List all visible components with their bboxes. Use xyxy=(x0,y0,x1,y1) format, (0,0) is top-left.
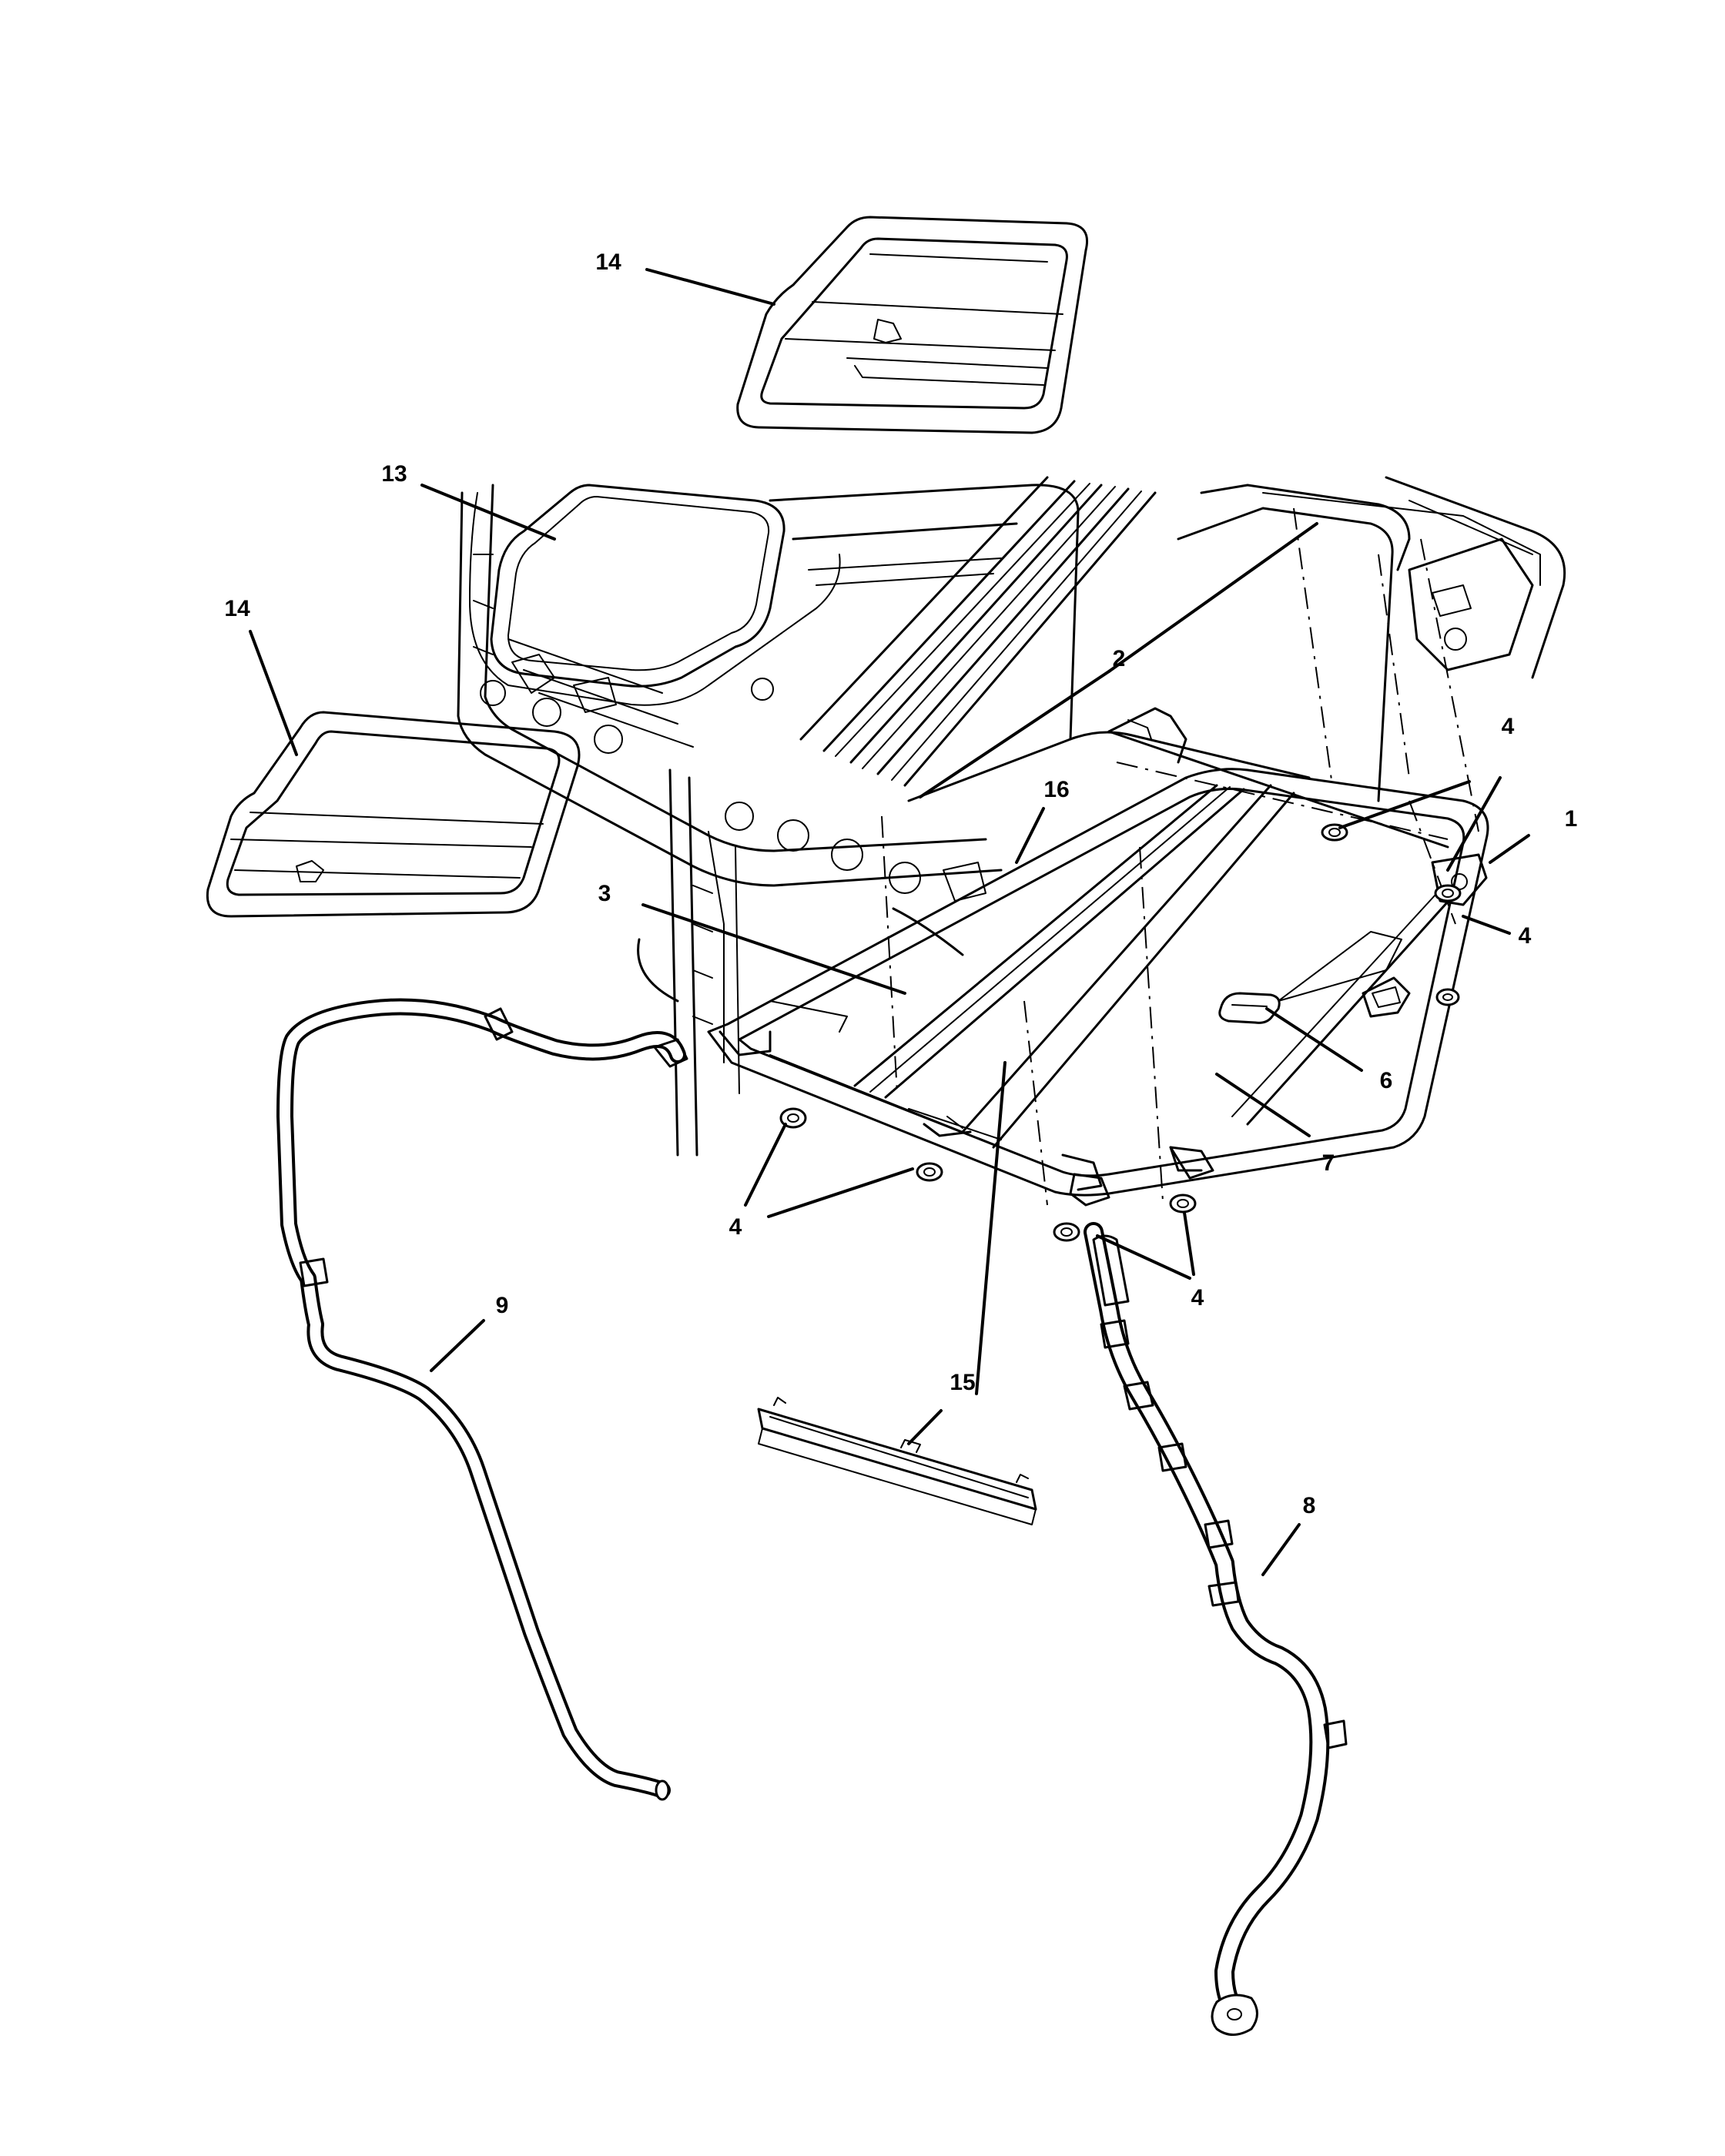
roof-body-structure xyxy=(457,476,1566,1157)
callout-7: 7 xyxy=(1322,1150,1335,1176)
callout-8: 8 xyxy=(1303,1493,1316,1518)
drain-hose-right xyxy=(1084,1222,1348,2036)
callout-6: 6 xyxy=(1380,1068,1393,1093)
sunshade-panel-left xyxy=(206,711,581,918)
nut-4e xyxy=(916,1162,943,1182)
callout-14-top: 14 xyxy=(595,249,621,275)
callout-labels: 14 13 14 2 4 16 1 3 4 6 7 4 4 9 15 8 xyxy=(224,249,1577,1518)
fasteners xyxy=(779,823,1462,1242)
nut-4c xyxy=(1435,988,1460,1006)
nut-4b xyxy=(1434,884,1462,902)
nut-4d xyxy=(779,1107,807,1129)
leader-lines xyxy=(249,268,1530,1576)
nut-4g xyxy=(1169,1194,1197,1214)
callout-4-right: 4 xyxy=(1519,923,1532,949)
callout-2: 2 xyxy=(1113,646,1126,671)
nut-4f xyxy=(1053,1222,1080,1242)
callout-4-upper: 4 xyxy=(1502,714,1515,739)
drain-hose-left xyxy=(276,998,688,1801)
callout-1: 1 xyxy=(1565,806,1578,832)
callout-4-lower-right: 4 xyxy=(1191,1285,1204,1311)
callout-4-lower-left: 4 xyxy=(729,1214,742,1240)
callout-15: 15 xyxy=(950,1370,975,1395)
sunshade-panel-top xyxy=(736,216,1088,434)
deflector-strip xyxy=(757,1397,1037,1525)
callout-16: 16 xyxy=(1043,777,1069,802)
sunroof-frame-assembly xyxy=(707,707,1489,1207)
callout-13: 13 xyxy=(381,461,407,487)
callout-14-left: 14 xyxy=(224,596,250,621)
glass-panel xyxy=(469,484,841,706)
assembly-centerlines xyxy=(881,507,1479,1206)
callout-9: 9 xyxy=(496,1293,509,1318)
callout-3: 3 xyxy=(598,881,611,906)
